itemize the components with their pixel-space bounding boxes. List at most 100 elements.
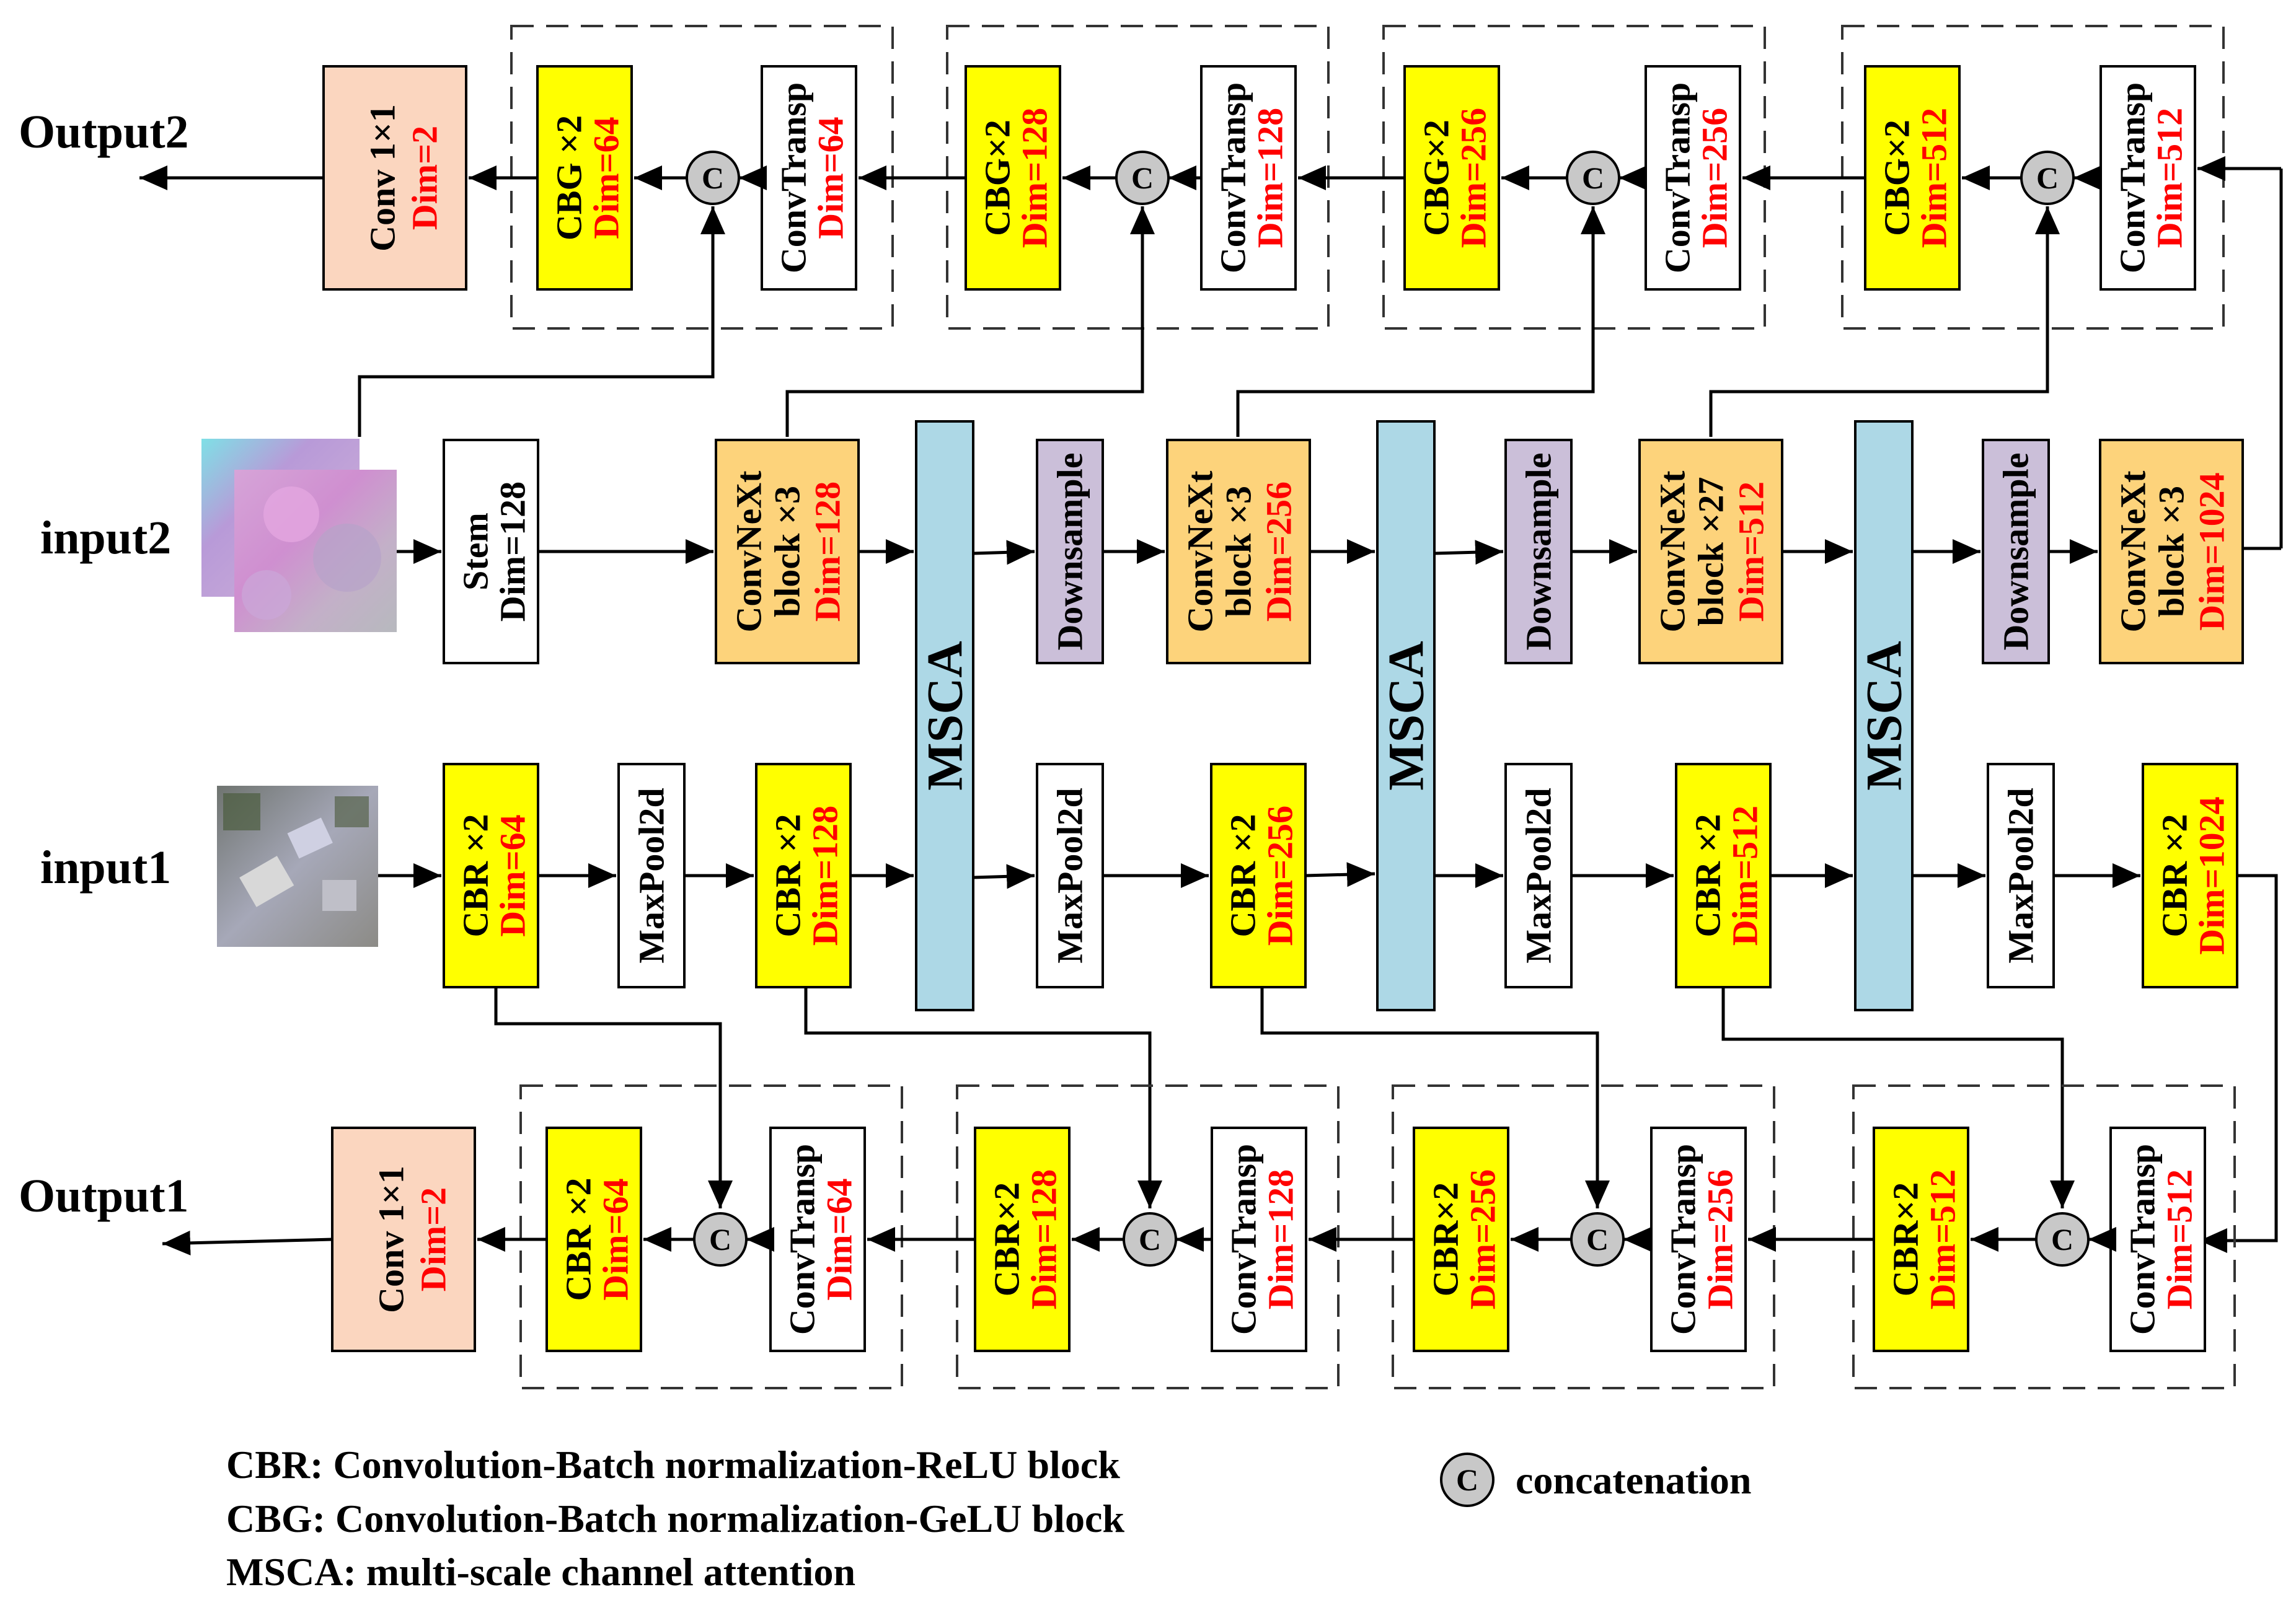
convnext-512-box bbox=[1638, 439, 1783, 664]
cbr-256-box bbox=[1210, 763, 1307, 988]
arrow-msca-2-to-downsample-2 bbox=[1434, 540, 1504, 565]
top-concat-symbol-2: C bbox=[1131, 160, 1154, 195]
top-output-conv-box bbox=[322, 65, 467, 291]
convnext-1024-dim: Dim=1024 bbox=[2192, 472, 2232, 630]
bottom-convtransp-64-label: ConvTransp bbox=[782, 1144, 823, 1335]
aerial-tree-2 bbox=[335, 796, 369, 827]
skip-convnext-128-to-concat-2 bbox=[785, 206, 1155, 437]
skip-cbr-512-to-concat-4 bbox=[1721, 987, 2075, 1208]
bottom-convtransp-64-box bbox=[769, 1127, 866, 1352]
bottom-stage-frame-2 bbox=[956, 1084, 1340, 1389]
bottom-convtransp-128-box bbox=[1211, 1127, 1307, 1352]
bottom-stage-frame-4 bbox=[1852, 1084, 2236, 1389]
top-cbg-256-dim: Dim=256 bbox=[1454, 108, 1494, 248]
convnext-512-dim: Dim=512 bbox=[1731, 481, 1772, 622]
skip-cbr-256-to-concat-3 bbox=[1260, 987, 1610, 1208]
msca-blocks: MSCA MSCA MSCA bbox=[915, 420, 1914, 1011]
cbr-128-dim: Dim=128 bbox=[805, 806, 846, 946]
convnext-1024-box bbox=[2099, 439, 2244, 664]
bottom-convtransp-512-dim: Dim=512 bbox=[2160, 1169, 2200, 1309]
msca-2-label: MSCA bbox=[1378, 641, 1434, 790]
bottom-concat-node-2: C bbox=[1123, 1212, 1177, 1267]
cbr-1024-box bbox=[2142, 763, 2238, 988]
top-convtransp-256-dim: Dim=256 bbox=[1695, 108, 1735, 248]
top-concat-symbol-3: C bbox=[1582, 160, 1604, 195]
cbr-1024-label: CBR ×2 bbox=[2155, 814, 2195, 937]
output2-label: Output2 bbox=[19, 106, 189, 158]
arrow-cbr-256-to-msca-2 bbox=[1305, 862, 1375, 887]
aerial-tree-1 bbox=[223, 793, 260, 830]
legend-concat-node: C bbox=[1440, 1453, 1495, 1507]
bottom-cbr-128-box bbox=[974, 1127, 1071, 1352]
bottom-cbr-256-box bbox=[1413, 1127, 1509, 1352]
cbr-64-box bbox=[443, 763, 539, 988]
maxpool-1-label: MaxPool2d bbox=[632, 788, 672, 964]
bottom-output-conv-label: Conv 1×1 bbox=[371, 1166, 412, 1313]
top-convtransp-64-label: ConvTransp bbox=[774, 82, 814, 273]
legend-concat: concatenation bbox=[1516, 1458, 1751, 1502]
maxpool-2-box bbox=[1036, 763, 1104, 988]
bottom-concat-symbol-1: C bbox=[709, 1222, 731, 1257]
maxpool-3-box bbox=[1504, 763, 1573, 988]
bottom-output-conv-box bbox=[331, 1127, 476, 1352]
cbr-256-dim: Dim=256 bbox=[1260, 806, 1300, 946]
convnext-256-label2: block ×3 bbox=[1219, 486, 1259, 617]
top-concat-node-3: C bbox=[1566, 151, 1620, 205]
bottom-arrow-to-output1 bbox=[162, 1230, 333, 1255]
msca-2-box bbox=[1376, 420, 1436, 1011]
convnext-256-label1: ConvNeXt bbox=[1180, 470, 1221, 633]
bottom-concat-symbol-4: C bbox=[2051, 1222, 2073, 1257]
skip-convnext-256-to-concat-3 bbox=[1236, 206, 1605, 437]
stem-label: Stem bbox=[456, 512, 496, 591]
bottom-convtransp-256-label: ConvTransp bbox=[1663, 1144, 1703, 1335]
convnext-128-label2: block ×3 bbox=[767, 486, 808, 617]
input2-label: input2 bbox=[40, 512, 171, 564]
skip-convnext-512-to-concat-4 bbox=[1709, 206, 2060, 437]
top-convtransp-128-box bbox=[1200, 65, 1297, 291]
top-convtransp-512-dim: Dim=512 bbox=[2150, 108, 2190, 248]
aerial-photo-icon bbox=[217, 786, 378, 947]
top-convtransp-256-box bbox=[1645, 65, 1741, 291]
bottom-skip-connections bbox=[494, 987, 2075, 1208]
convnext-256-dim: Dim=256 bbox=[1259, 481, 1299, 622]
encoder-row-input2: input2 Stem Dim=128 ConvNeXt block ×3 Di… bbox=[40, 439, 2281, 664]
bottom-cbr-64-dim: Dim=64 bbox=[596, 1178, 636, 1300]
bottom-stage-frame-1 bbox=[519, 1084, 903, 1389]
bottom-cbr-256-label: CBR×2 bbox=[1426, 1182, 1466, 1297]
top-cbg-256-label: CBG×2 bbox=[1416, 120, 1457, 236]
bottom-cbr-64-label: CBR ×2 bbox=[559, 1177, 599, 1301]
top-decoder: Conv 1×1 Dim=2 CBG ×2 Dim=64 ConvTransp … bbox=[19, 25, 2283, 548]
aerial-roof-3 bbox=[322, 880, 356, 911]
bottom-cbr-128-dim: Dim=128 bbox=[1024, 1169, 1064, 1309]
top-concat-symbol-1: C bbox=[702, 160, 724, 195]
convnext-512-label2: block ×27 bbox=[1691, 477, 1731, 627]
convnext-128-label1: ConvNeXt bbox=[729, 470, 769, 633]
downsample-2-label: Downsample bbox=[1519, 452, 1559, 650]
top-skip-connections bbox=[358, 206, 2060, 437]
cbr-512-label: CBR ×2 bbox=[1688, 814, 1728, 937]
top-convtransp-64-dim: Dim=64 bbox=[811, 117, 851, 239]
aerial-roof-2 bbox=[287, 817, 333, 859]
bottom-convtransp-512-box bbox=[2109, 1127, 2206, 1352]
downsample-3-label: Downsample bbox=[1996, 452, 2036, 650]
cbr-1024-dim: Dim=1024 bbox=[2192, 796, 2232, 954]
downsample-3-box bbox=[1982, 439, 2050, 664]
legend-concat-symbol: C bbox=[1456, 1462, 1478, 1497]
satellite-blob-2 bbox=[313, 524, 381, 592]
msca-3-box bbox=[1854, 420, 1914, 1011]
arrow-msca-1-to-downsample-1 bbox=[973, 540, 1035, 565]
aerial-roof-1 bbox=[239, 856, 294, 907]
skip-cbr-128-to-concat-2 bbox=[804, 987, 1162, 1208]
top-concat-symbol-4: C bbox=[2036, 160, 2059, 195]
maxpool-4-label: MaxPool2d bbox=[2001, 788, 2041, 964]
legend-msca: MSCA: multi-scale channel attention bbox=[226, 1550, 855, 1594]
bottom-concat-symbol-2: C bbox=[1139, 1222, 1161, 1257]
bottom-decoder: Conv 1×1 Dim=2 CBR ×2 Dim=64 ConvTransp … bbox=[19, 1084, 2236, 1389]
satellite-image-icon bbox=[201, 439, 397, 632]
top-convtransp-128-dim: Dim=128 bbox=[1250, 108, 1291, 248]
bottom-cbr-256-dim: Dim=256 bbox=[1463, 1169, 1503, 1309]
top-convtransp-128-label: ConvTransp bbox=[1213, 82, 1253, 273]
bottom-convtransp-256-dim: Dim=256 bbox=[1700, 1169, 1741, 1309]
bottom-cbr-64-box bbox=[545, 1127, 642, 1352]
arrow-msca-1-to-maxpool-2 bbox=[973, 864, 1035, 889]
